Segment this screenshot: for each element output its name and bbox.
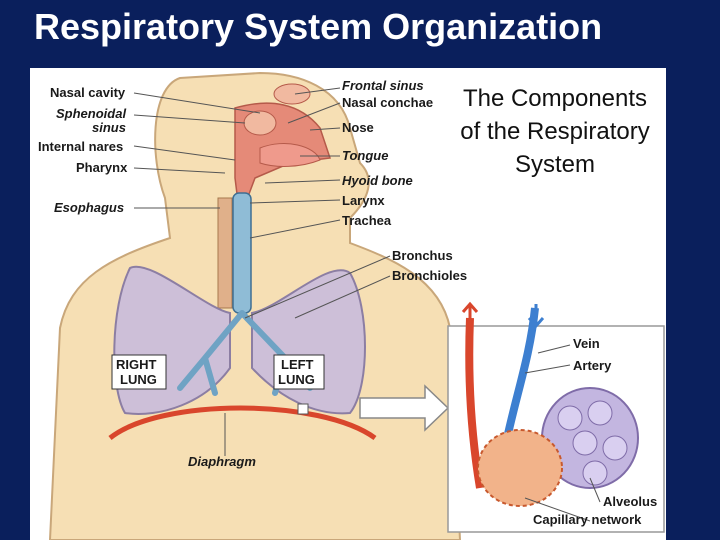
bronchi bbox=[177, 310, 313, 396]
slide-title: Respiratory System Organization bbox=[34, 6, 603, 47]
label-bronchus: Bronchus bbox=[392, 248, 453, 263]
label-diaphragm: Diaphragm bbox=[188, 454, 256, 469]
esophagus-tube bbox=[217, 197, 233, 309]
label-left-lung-1: LEFT bbox=[281, 357, 314, 372]
label-tongue: Tongue bbox=[342, 148, 388, 163]
capillary-network bbox=[477, 429, 563, 507]
label-right-lung-2: LUNG bbox=[120, 372, 157, 387]
inset-arrow bbox=[359, 384, 450, 432]
vein-up-arrow bbox=[461, 301, 479, 326]
title-bar: Respiratory System Organization bbox=[0, 0, 720, 60]
label-vein: Vein bbox=[573, 336, 600, 351]
leader-lines bbox=[133, 87, 601, 522]
label-left-lung-2: LUNG bbox=[278, 372, 315, 387]
label-nasal-conchae: Nasal conchae bbox=[342, 95, 433, 110]
body-silhouette bbox=[48, 71, 462, 540]
label-frontal-sinus: Frontal sinus bbox=[342, 78, 424, 93]
label-artery: Artery bbox=[573, 358, 612, 373]
label-esophagus: Esophagus bbox=[54, 200, 124, 215]
tongue-shape bbox=[259, 143, 321, 167]
vein-vessel bbox=[465, 317, 484, 489]
sphenoidal-sinus bbox=[243, 110, 277, 136]
label-capillary-network: Capillary network bbox=[533, 512, 642, 527]
diagram-panel: Nasal cavity Sphenoidal sinus Internal n… bbox=[30, 68, 666, 540]
label-right-lung-1: RIGHT bbox=[116, 357, 157, 372]
label-sphenoidal-2: sinus bbox=[92, 120, 126, 135]
inset-marker bbox=[297, 403, 309, 415]
side-caption: The Components of the Respiratory System bbox=[460, 85, 650, 178]
label-hyoid-bone: Hyoid bone bbox=[342, 173, 413, 188]
respiratory-diagram: Nasal cavity Sphenoidal sinus Internal n… bbox=[38, 71, 665, 540]
trachea-tube bbox=[232, 192, 252, 314]
label-larynx: Larynx bbox=[342, 193, 385, 208]
frontal-sinus bbox=[273, 83, 311, 105]
label-trachea: Trachea bbox=[342, 213, 392, 228]
label-sphenoidal-1: Sphenoidal bbox=[56, 106, 126, 121]
label-pharynx: Pharynx bbox=[76, 160, 128, 175]
label-internal-nares: Internal nares bbox=[38, 139, 123, 154]
diaphragm-curve bbox=[108, 405, 377, 441]
label-nose: Nose bbox=[342, 120, 374, 135]
artery-down-arrow bbox=[527, 304, 545, 329]
label-alveolus: Alveolus bbox=[603, 494, 657, 509]
label-bronchioles: Bronchioles bbox=[392, 268, 467, 283]
label-nasal-cavity: Nasal cavity bbox=[50, 85, 126, 100]
